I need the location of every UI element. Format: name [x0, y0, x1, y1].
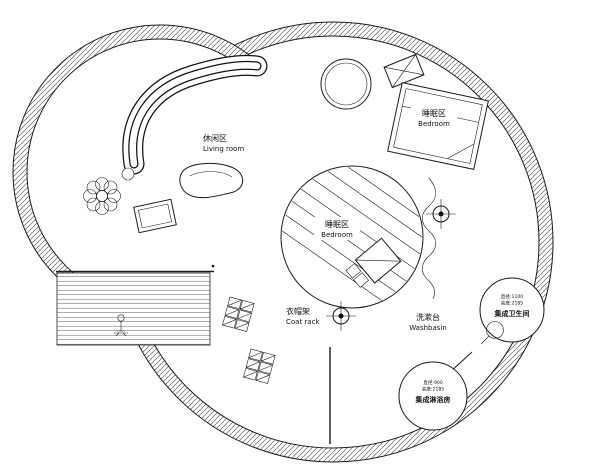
target-symbol-2: [326, 301, 356, 331]
coat-rack-cluster-1: [222, 296, 255, 332]
curtain-squiggle: [421, 177, 437, 300]
coat-rack-label: 衣帽架 Coat rack: [286, 306, 320, 326]
living-room-label: 休闲区 Living room: [203, 133, 244, 153]
shower-pod-spec2: 高度:2185: [422, 386, 445, 393]
shower-pod-spec1: 直径:900: [423, 379, 443, 386]
round-table: [320, 58, 372, 110]
coat-rack-label-en: Coat rack: [286, 318, 320, 326]
bathroom-pod-wall: [479, 277, 545, 343]
bathroom-pod-spec1: 直径:1100: [501, 293, 524, 300]
coat-rack-cluster-2: [243, 348, 276, 384]
washbasin-label-zh: 洗漱台: [416, 312, 440, 322]
coffee-table: [179, 162, 244, 199]
bedroom-round-label-en: Bedroom: [321, 231, 353, 239]
coat-rack-label-zh: 衣帽架: [286, 306, 310, 316]
deck-area: [56, 264, 215, 346]
bathroom-pod-spec2: 高度:2185: [501, 300, 524, 307]
ottoman: [133, 198, 177, 234]
curved-sofa: [122, 54, 268, 175]
bedroom-main-label-zh: 睡眠区: [422, 109, 446, 118]
crossed-box-icon: [383, 53, 425, 89]
dot-marker: [211, 264, 215, 268]
side-table: [121, 167, 135, 181]
washbasin-label: 洗漱台 Washbasin: [409, 312, 447, 332]
washbasin-label-en: Washbasin: [409, 324, 447, 332]
bedroom-main-label: 睡眠区 Bedroom: [411, 106, 457, 129]
round-bed-icon: [345, 237, 402, 288]
floor-lamp-icon: [114, 314, 128, 337]
bathroom-pod: 直径:1100 高度:2185 集成卫生间: [479, 277, 545, 345]
deck-floor-texture: [56, 272, 211, 346]
label-backdrop: [411, 106, 457, 129]
shower-pod-wall: [398, 361, 468, 431]
living-label-zh: 休闲区: [203, 133, 227, 143]
target-symbol-1: [426, 199, 456, 229]
mirror-icon: [480, 321, 504, 345]
living-label-en: Living room: [203, 145, 244, 153]
shower-pod: 直径:900 高度:2185 集成淋浴房: [398, 361, 468, 431]
plant-icon: [83, 177, 121, 215]
label-backdrop: [314, 217, 360, 240]
round-bedroom: 睡眠区 Bedroom: [280, 165, 424, 309]
shower-pod-name: 集成淋浴房: [415, 395, 451, 404]
bedroom-main-label-en: Bedroom: [418, 120, 450, 128]
bedroom-round-label-zh: 睡眠区: [325, 220, 349, 229]
bathroom-pod-name: 集成卫生间: [494, 309, 530, 318]
